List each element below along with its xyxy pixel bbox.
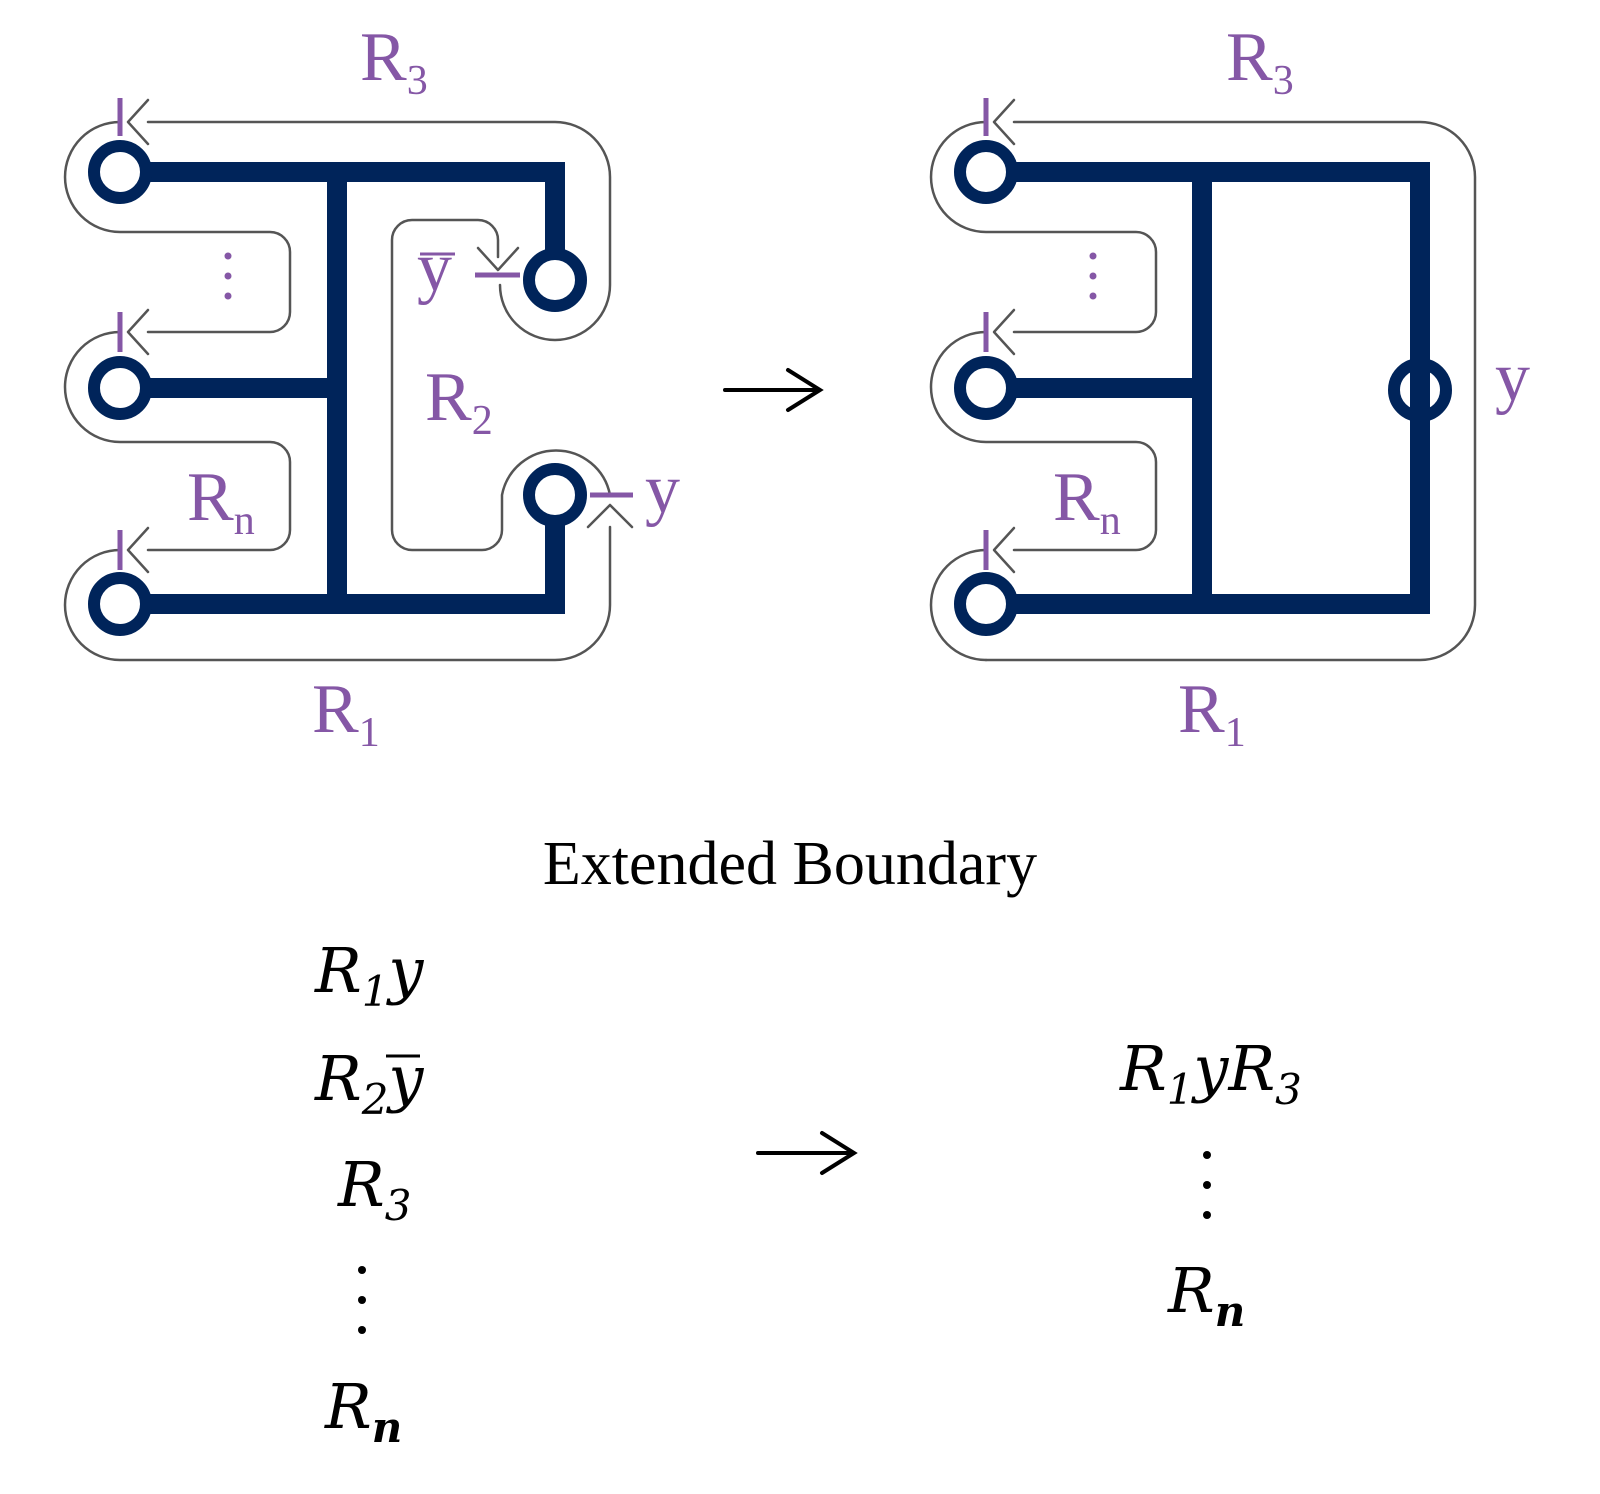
terminal-node-y	[523, 463, 587, 527]
label-r3: R3	[360, 19, 428, 104]
label-y: y	[1495, 339, 1530, 416]
boundary-curve-outer	[984, 120, 1477, 662]
transition-arrow-bottom	[756, 1131, 858, 1175]
boundary-list-after: R1yR3 Rn	[1119, 1032, 1302, 1336]
transition-arrow-top	[723, 368, 824, 412]
wire-top	[110, 162, 565, 290]
label-r1: R1	[312, 671, 380, 756]
terminal-node	[88, 140, 152, 204]
arrowhead-ybar	[476, 246, 520, 272]
vertical-ellipsis	[1089, 252, 1097, 300]
left-diagram: R3 R2 Rn R1 y y	[63, 19, 680, 756]
vertical-ellipsis	[358, 1266, 366, 1334]
label-rn: Rn	[187, 459, 255, 544]
label-r3: R3	[1226, 19, 1294, 104]
boundary-curve-top-loop	[929, 120, 1158, 334]
arrowhead-rn	[126, 526, 150, 574]
boundary-curve-top-loop	[63, 120, 292, 334]
boundary-curve-r3	[146, 120, 612, 342]
arrowhead-y	[586, 503, 634, 529]
arrowhead-top-loop	[992, 308, 1016, 356]
boundary-curve-r1-left	[929, 548, 988, 662]
label-rn: Rn	[1053, 459, 1121, 544]
label-r2: R2	[425, 359, 493, 444]
terminal-node	[954, 356, 1018, 420]
arrowhead-top-loop	[126, 308, 150, 356]
boundary-curve-r1	[63, 525, 612, 662]
boundary-list-before: R1y R2y R3 Rn	[314, 934, 424, 1452]
terminal-node	[954, 140, 1018, 204]
boundary-word: Rn	[1167, 1254, 1245, 1336]
boundary-word: Rn	[324, 1370, 402, 1452]
boundary-curve-middle-loop	[929, 330, 1158, 552]
label-y: y	[645, 451, 680, 528]
terminal-node	[88, 572, 152, 636]
terminal-node	[954, 572, 1018, 636]
right-diagram: R3 Rn R1 y	[929, 19, 1530, 756]
boundary-word: R2y	[314, 1042, 424, 1124]
arrowhead-r3	[126, 98, 150, 146]
caption-extended-boundary: Extended Boundary	[543, 830, 1037, 898]
label-ybar: y	[417, 229, 452, 306]
label-r1: R1	[1178, 671, 1246, 756]
boundary-word: R1y	[314, 934, 424, 1016]
arrowhead-r3	[992, 98, 1016, 146]
boundary-curve-r2	[390, 218, 612, 552]
vertical-ellipsis	[224, 252, 232, 300]
wire-bottom	[110, 485, 565, 614]
boundary-word: R1yR3	[1119, 1032, 1302, 1114]
boundary-curve-middle-loop	[63, 330, 292, 552]
terminal-node	[88, 356, 152, 420]
boundary-word: R3	[337, 1148, 411, 1230]
wire-top	[976, 162, 1430, 614]
vertical-ellipsis	[1203, 1151, 1211, 1219]
terminal-node-ybar	[523, 248, 587, 312]
arrowhead-rn	[992, 526, 1016, 574]
